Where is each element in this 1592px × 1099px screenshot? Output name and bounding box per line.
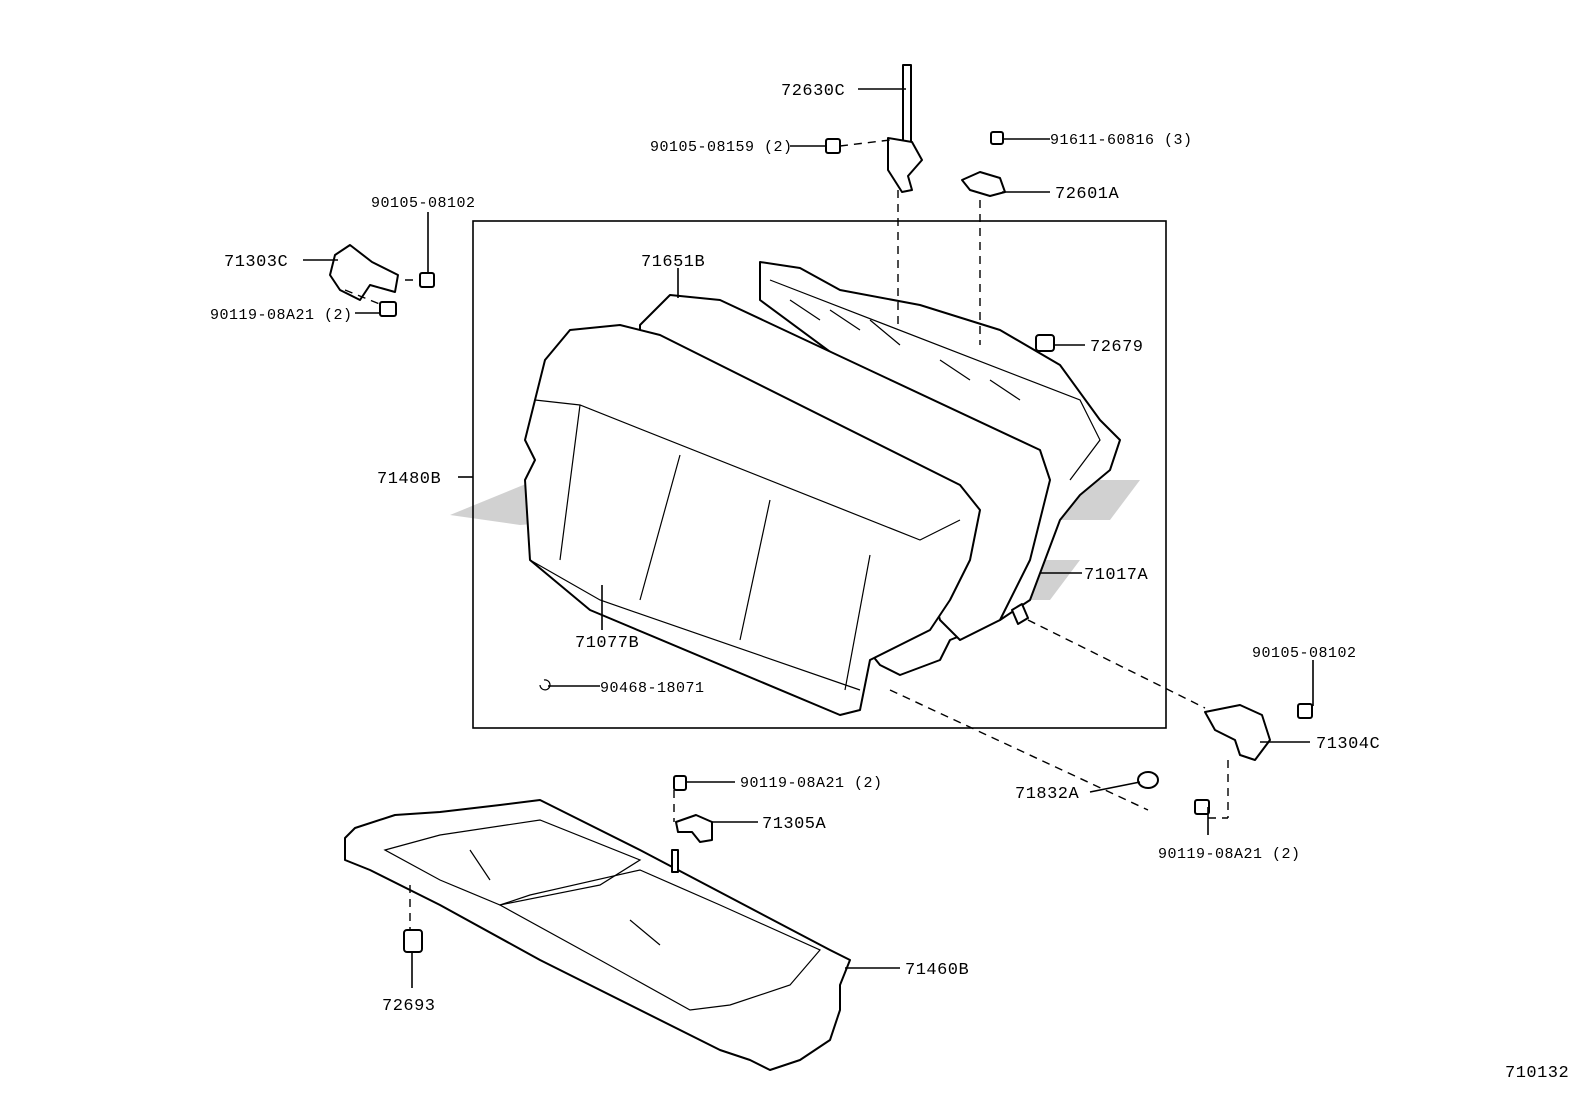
- diagram-id: 710132: [1505, 1064, 1569, 1083]
- bracket-71305a-drawing: [675, 814, 713, 843]
- label-90119-08a21-right: 90119-08A21 (2): [1158, 846, 1301, 863]
- label-72601a: 72601A: [1055, 185, 1120, 204]
- leader-lines: [303, 88, 1314, 988]
- seat-back-cushion-drawing: [524, 324, 981, 716]
- callout-labels: 72630C 90105-08159 (2) 91611-60816 (3) 7…: [210, 82, 1569, 1083]
- label-90119-08a21-left: 90119-08A21 (2): [210, 307, 353, 324]
- fasteners: [379, 131, 1313, 953]
- seat-cushion-drawing: [344, 799, 851, 1071]
- bracket-71303c-drawing: [329, 244, 399, 301]
- label-71305a: 71305A: [762, 815, 827, 834]
- label-71460b: 71460B: [905, 961, 969, 980]
- label-71303c: 71303C: [224, 253, 288, 272]
- label-71077b: 71077B: [575, 634, 639, 653]
- seat-back-group-frame: [472, 220, 1167, 729]
- label-91611-60816: 91611-60816 (3): [1050, 132, 1193, 149]
- label-72693: 72693: [382, 997, 436, 1016]
- label-90468-18071: 90468-18071: [600, 680, 705, 697]
- label-90119-08a21-center: 90119-08A21 (2): [740, 775, 883, 792]
- assembly-dashed-lines: [409, 190, 1229, 930]
- label-71304c: 71304C: [1316, 735, 1380, 754]
- label-72630c: 72630C: [781, 82, 845, 101]
- hinge-rod-drawing: [887, 64, 923, 193]
- bracket-72601a-drawing: [961, 171, 1006, 197]
- label-71480b: 71480B: [377, 470, 441, 489]
- label-72679: 72679: [1090, 338, 1144, 357]
- label-90105-08102-left: 90105-08102: [371, 195, 476, 212]
- label-90105-08102-right: 90105-08102: [1252, 645, 1357, 662]
- label-71832a: 71832A: [1015, 785, 1080, 804]
- label-71017a: 71017A: [1084, 566, 1149, 585]
- bracket-71304c-drawing: [1204, 704, 1271, 761]
- label-90105-08159: 90105-08159 (2): [650, 139, 793, 156]
- label-71651b: 71651B: [641, 253, 705, 272]
